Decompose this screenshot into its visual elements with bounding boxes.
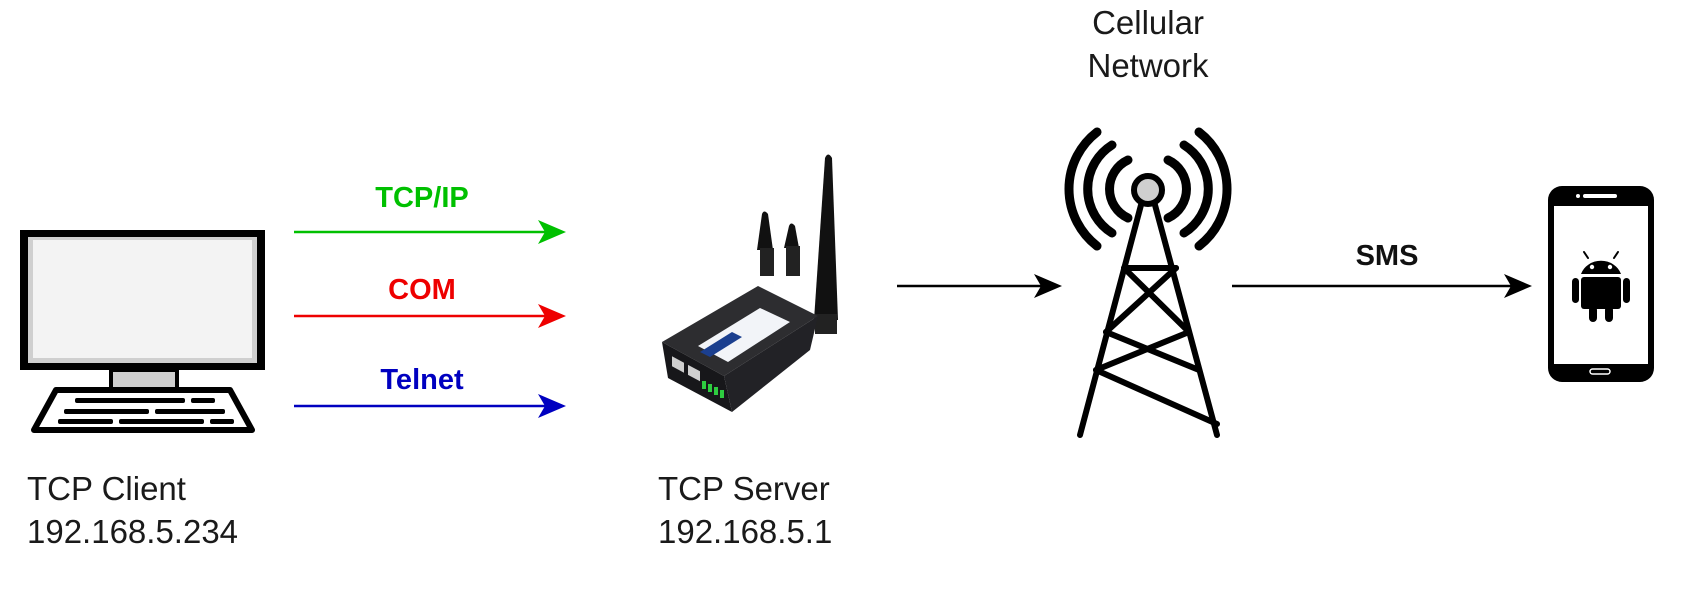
android-robot-icon xyxy=(1572,251,1630,322)
network-caption: Cellular Network xyxy=(1078,1,1218,87)
android-phone-icon xyxy=(1548,186,1654,382)
sms-label: SMS xyxy=(1356,240,1419,272)
server-name: TCP Server xyxy=(658,470,830,507)
com-label-text: COM xyxy=(388,274,456,306)
sms-label-text: SMS xyxy=(1355,240,1419,272)
monitor-screen xyxy=(33,240,252,358)
cell-tower-icon xyxy=(1064,127,1232,438)
router-body xyxy=(662,286,818,412)
keyboard-keys xyxy=(58,398,234,424)
arrow-com xyxy=(294,304,566,328)
tcpip-label-text: TCP/IP xyxy=(375,182,469,214)
phone-home-button xyxy=(1589,368,1611,375)
antennas xyxy=(757,154,838,334)
arrow-telnet xyxy=(294,394,566,418)
client-ip: 192.168.5.234 xyxy=(27,513,239,550)
arrow-router-to-tower xyxy=(897,274,1062,298)
server-caption: TCP Server 192.168.5.1 xyxy=(658,467,832,553)
com-label: COM xyxy=(388,274,456,306)
tcpip-label: TCP/IP xyxy=(375,182,468,214)
desktop-computer-icon xyxy=(20,230,265,433)
telnet-label-text: Telnet xyxy=(380,364,464,396)
arrow-tcpip xyxy=(294,220,566,244)
router-icon xyxy=(662,154,838,412)
client-caption: TCP Client 192.168.5.234 xyxy=(27,467,238,553)
radio-waves xyxy=(1064,127,1232,251)
phone-speaker xyxy=(1583,194,1617,198)
server-ip: 192.168.5.1 xyxy=(658,513,833,550)
telnet-label: Telnet xyxy=(380,364,463,396)
tower-structure xyxy=(1077,202,1220,438)
arrow-sms xyxy=(1232,274,1532,298)
client-name: TCP Client xyxy=(27,470,186,507)
network-caption-line1: Cellular xyxy=(1092,4,1204,41)
network-caption-line2: Network xyxy=(1087,47,1209,84)
